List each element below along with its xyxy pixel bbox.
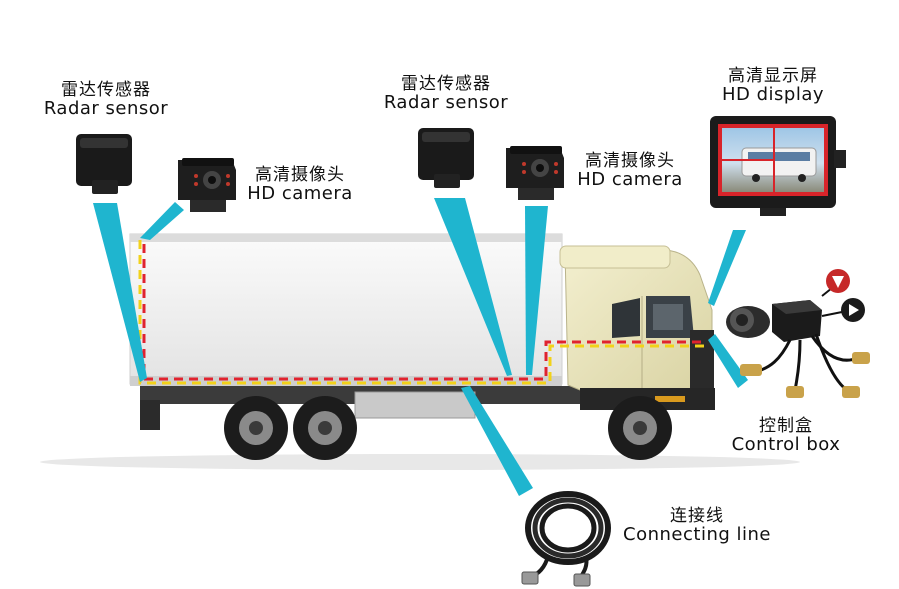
- hd-camera-label-left: 高清摄像头 HD camera: [240, 165, 360, 204]
- hd-camera-label-mid: 高清摄像头 HD camera: [570, 151, 690, 190]
- label-zh: 雷达传感器: [61, 80, 151, 100]
- rear-bumper: [140, 400, 160, 430]
- label-en: HD camera: [247, 182, 353, 204]
- speaker-puck: [726, 306, 770, 338]
- hd-display-label: 高清显示屏 HD display: [710, 66, 836, 105]
- label-zh: 控制盒: [759, 416, 813, 436]
- wire-yellow: [138, 240, 705, 385]
- rear-wheel-2: [293, 396, 357, 460]
- ground-shadow: [40, 454, 800, 470]
- control-box-icon: [726, 300, 870, 398]
- cab-side-window: [612, 298, 640, 338]
- radar-sensor-icon: [76, 134, 132, 194]
- control-box-label: 控制盒 Control box: [722, 416, 850, 455]
- label-zh: 高清摄像头: [255, 165, 345, 185]
- rear-wheel-1: [224, 396, 288, 460]
- play-arrow-icon: [821, 298, 865, 322]
- label-en: Radar sensor: [383, 91, 509, 113]
- label-en: Radar sensor: [43, 97, 169, 119]
- cargo-box-bottom-rail: [130, 376, 562, 386]
- label-zh: 雷达传感器: [401, 74, 491, 94]
- cab-roof: [559, 245, 671, 269]
- label-zh: 连接线: [670, 506, 724, 526]
- label-en: Connecting line: [623, 523, 771, 545]
- connecting-line-label: 连接线 Connecting line: [612, 506, 782, 545]
- side-guard: [354, 391, 476, 419]
- beam-camera-mid: [525, 206, 548, 375]
- radar-sensor-label-left: 雷达传感器 Radar sensor: [40, 80, 172, 119]
- label-en: Control box: [731, 433, 841, 455]
- beam-connecting-line: [461, 386, 533, 496]
- side-marker-light: [655, 396, 685, 402]
- warning-triangle-icon: [821, 269, 850, 297]
- beam-radar-mid: [434, 198, 512, 376]
- label-zh: 高清摄像头: [585, 151, 675, 171]
- beam-display: [708, 230, 746, 306]
- mirror: [653, 304, 683, 330]
- beam-control-box: [708, 334, 748, 388]
- hd-display-icon: [710, 116, 846, 216]
- cargo-box-top-rail: [130, 234, 562, 242]
- label-zh: 高清显示屏: [728, 66, 818, 86]
- pointer-beams: [93, 198, 748, 496]
- hd-camera-icon: [178, 158, 236, 212]
- wire-red: [142, 244, 705, 381]
- beam-camera-left: [140, 202, 184, 240]
- label-en: HD camera: [577, 168, 683, 190]
- cargo-box: [129, 233, 563, 385]
- connecting-line-icon: [521, 491, 611, 587]
- label-en: HD display: [721, 83, 825, 105]
- radar-sensor-icon: [418, 128, 474, 188]
- hd-camera-icon: [506, 146, 564, 200]
- radar-sensor-label-mid: 雷达传感器 Radar sensor: [380, 74, 512, 113]
- front-wheel: [608, 396, 672, 460]
- beam-radar-left: [93, 203, 147, 382]
- wiring-harness: [138, 240, 705, 385]
